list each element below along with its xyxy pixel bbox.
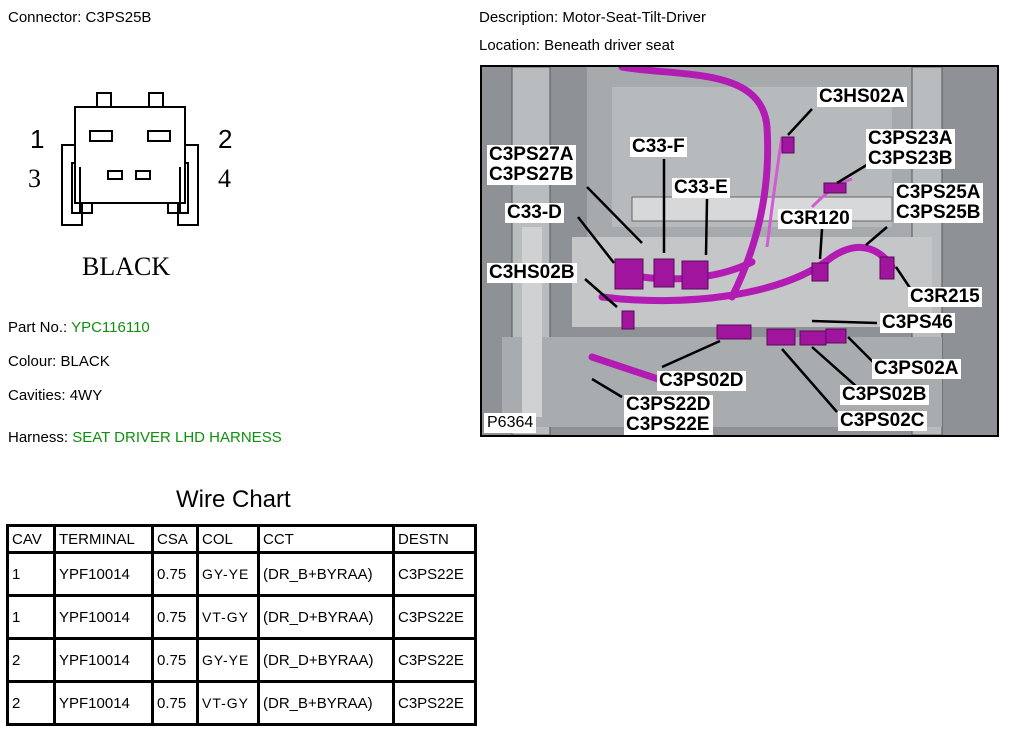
location-line: Location: Beneath driver seat bbox=[479, 37, 674, 54]
description-line: Description: Motor-Seat-Tilt-Driver bbox=[479, 9, 706, 26]
table-header-row: CAV TERMINAL CSA COL CCT DESTN bbox=[6, 524, 477, 554]
header-destn: DESTN bbox=[392, 524, 477, 554]
callout-c3ps46: C3PS46 bbox=[880, 312, 955, 333]
harness-label: Harness: bbox=[8, 429, 69, 446]
pin-1-label: 1 bbox=[30, 124, 44, 154]
wire-chart-table: CAV TERMINAL CSA COL CCT DESTN 1 YPF1001… bbox=[6, 524, 477, 726]
callout-c3ps27b: C3PS27B bbox=[489, 164, 574, 185]
colour-value: BLACK bbox=[60, 353, 110, 370]
callout-c3r120: C3R120 bbox=[778, 208, 852, 229]
cell-destn: C3PS22E bbox=[392, 637, 477, 683]
cell-col: GY-YE bbox=[196, 551, 260, 597]
cell-csa: 0.75 bbox=[151, 594, 199, 640]
callout-c3ps22e: C3PS22E bbox=[626, 414, 710, 435]
connector-value: C3PS25B bbox=[85, 9, 152, 26]
cell-cct: (DR_D+BYRAA) bbox=[257, 637, 395, 683]
cell-terminal: YPF10014 bbox=[53, 637, 154, 683]
figure-id: P6364 bbox=[484, 413, 537, 433]
cell-csa: 0.75 bbox=[151, 637, 199, 683]
cavities-line: Cavities: 4WY bbox=[8, 387, 102, 404]
part-no-line: Part No.: YPC116110 bbox=[8, 319, 150, 336]
cell-csa: 0.75 bbox=[151, 680, 199, 726]
header-col: COL bbox=[196, 524, 260, 554]
connector-label: Connector: bbox=[8, 9, 82, 26]
cell-cct: (DR_D+BYRAA) bbox=[257, 594, 395, 640]
cell-cav: 1 bbox=[6, 594, 56, 640]
table-row: 2 YPF10014 0.75 VT-GY (DR_B+BYRAA) C3PS2… bbox=[6, 680, 477, 726]
location-photo: C3HS02A C3PS23A C3PS23B C3PS27A C3PS27B … bbox=[480, 65, 999, 437]
part-no-label: Part No.: bbox=[8, 319, 68, 336]
pin-2-label: 2 bbox=[218, 124, 232, 154]
housing-color-label: BLACK bbox=[82, 252, 170, 281]
callout-c33-d: C33-D bbox=[505, 202, 564, 223]
cell-destn: C3PS22E bbox=[392, 594, 477, 640]
location-value: Beneath driver seat bbox=[544, 37, 675, 54]
connector-line: Connector: C3PS25B bbox=[8, 9, 151, 26]
cell-destn: C3PS22E bbox=[392, 680, 477, 726]
location-label: Location: bbox=[479, 37, 540, 54]
connector-face-diagram: 1 2 3 4 BLACK bbox=[28, 92, 232, 281]
part-no-value[interactable]: YPC116110 bbox=[71, 319, 150, 336]
cell-cct: (DR_B+BYRAA) bbox=[257, 680, 395, 726]
harness-line: Harness: SEAT DRIVER LHD HARNESS bbox=[8, 429, 282, 446]
callout-c3ps25a: C3PS25A bbox=[896, 182, 981, 203]
cell-destn: C3PS22E bbox=[392, 551, 477, 597]
table-row: 1 YPF10014 0.75 VT-GY (DR_D+BYRAA) C3PS2… bbox=[6, 594, 477, 640]
cell-csa: 0.75 bbox=[151, 551, 199, 597]
header-cav: CAV bbox=[6, 524, 56, 554]
callout-c3ps27a: C3PS27A bbox=[489, 144, 574, 165]
description-value: Motor-Seat-Tilt-Driver bbox=[562, 9, 706, 26]
cell-col: VT-GY bbox=[196, 680, 260, 726]
cell-col: VT-GY bbox=[196, 594, 260, 640]
cell-terminal: YPF10014 bbox=[53, 551, 154, 597]
cavities-label: Cavities: bbox=[8, 387, 66, 404]
header-csa: CSA bbox=[151, 524, 199, 554]
cell-terminal: YPF10014 bbox=[53, 680, 154, 726]
cell-cct: (DR_B+BYRAA) bbox=[257, 551, 395, 597]
callout-c3ps27: C3PS27A C3PS27B bbox=[487, 145, 576, 185]
cell-cav: 1 bbox=[6, 551, 56, 597]
header-cct: CCT bbox=[257, 524, 395, 554]
callout-c3ps22d: C3PS22D bbox=[626, 394, 711, 415]
header-terminal: TERMINAL bbox=[53, 524, 154, 554]
table-row: 2 YPF10014 0.75 GY-YE (DR_D+BYRAA) C3PS2… bbox=[6, 637, 477, 683]
callout-c33-f: C33-F bbox=[630, 136, 687, 157]
cell-col: GY-YE bbox=[196, 637, 260, 683]
callout-c3ps25b: C3PS25B bbox=[896, 202, 981, 223]
callout-c3ps23: C3PS23A C3PS23B bbox=[866, 129, 955, 169]
callout-c3ps22: C3PS22D C3PS22E bbox=[624, 395, 713, 435]
callout-c3ps02b: C3PS02B bbox=[840, 384, 929, 405]
callout-c3ps02c: C3PS02C bbox=[838, 410, 927, 431]
callout-c3ps02d: C3PS02D bbox=[657, 370, 746, 391]
callout-c3hs02a: C3HS02A bbox=[817, 86, 907, 107]
colour-line: Colour: BLACK bbox=[8, 353, 110, 370]
cell-cav: 2 bbox=[6, 680, 56, 726]
callout-c3ps02a: C3PS02A bbox=[872, 358, 961, 379]
callout-c3ps23a: C3PS23A bbox=[868, 128, 953, 149]
callout-c33-e: C33-E bbox=[672, 177, 730, 198]
callout-c3ps23b: C3PS23B bbox=[868, 148, 953, 169]
harness-value[interactable]: SEAT DRIVER LHD HARNESS bbox=[72, 429, 282, 446]
colour-label: Colour: bbox=[8, 353, 57, 370]
callout-c3ps25: C3PS25A C3PS25B bbox=[894, 183, 983, 223]
callout-c3r215: C3R215 bbox=[908, 286, 982, 307]
cavities-value: 4WY bbox=[69, 387, 103, 404]
pin-4-label: 4 bbox=[218, 164, 231, 193]
wire-chart-title: Wire Chart bbox=[176, 486, 291, 513]
pin-3-label: 3 bbox=[28, 164, 41, 193]
description-label: Description: bbox=[479, 9, 559, 26]
cell-terminal: YPF10014 bbox=[53, 594, 154, 640]
cell-cav: 2 bbox=[6, 637, 56, 683]
table-row: 1 YPF10014 0.75 GY-YE (DR_B+BYRAA) C3PS2… bbox=[6, 551, 477, 597]
callout-c3hs02b: C3HS02B bbox=[487, 262, 577, 283]
